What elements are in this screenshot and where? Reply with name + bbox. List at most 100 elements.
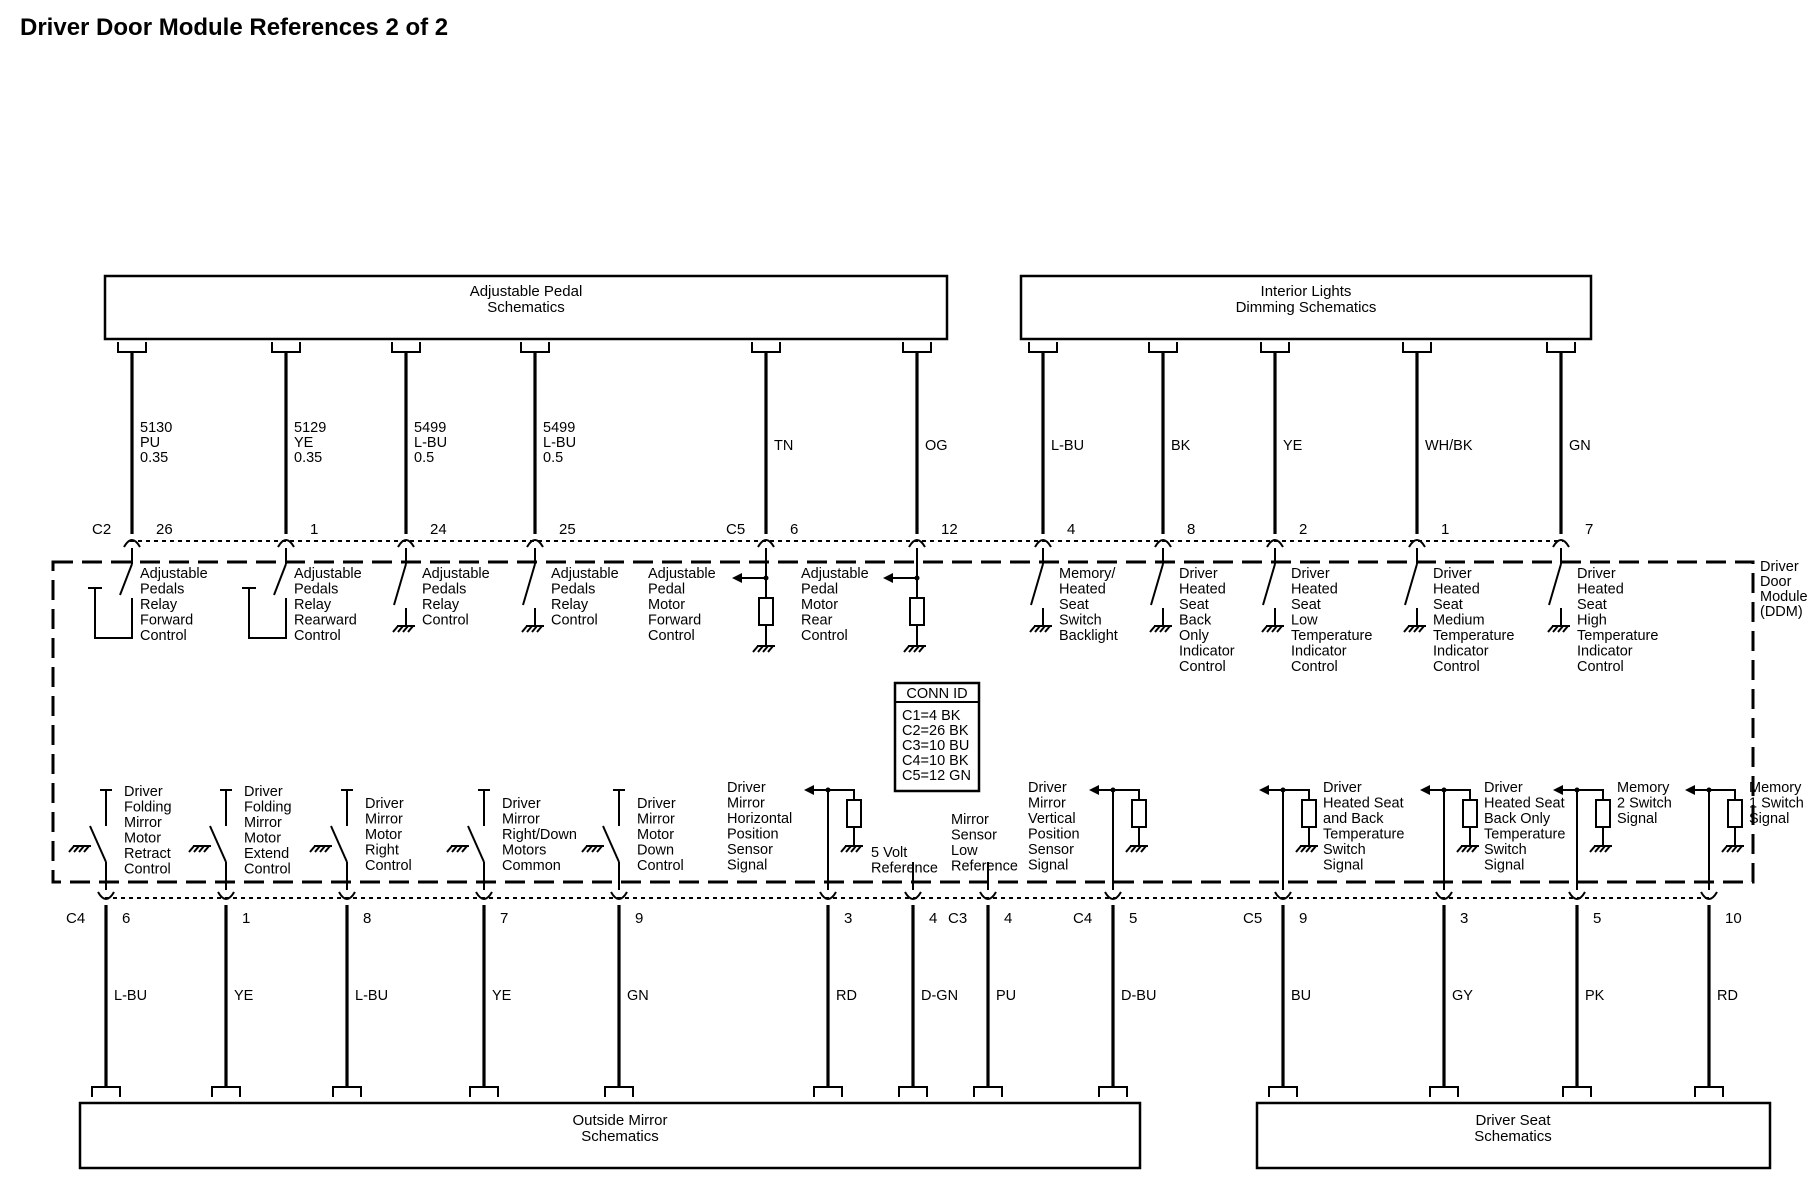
wire-label: TN <box>774 438 793 454</box>
ground-symbol <box>1721 845 1728 853</box>
connector-pin-symbol <box>904 891 922 900</box>
terminal-symbol <box>1260 342 1290 353</box>
terminal-symbol <box>902 342 932 353</box>
outside-mirror-block-line-2: Schematics <box>581 1128 659 1145</box>
interior-lights-schematics-block[interactable]: Interior Lights Dimming Schematics <box>1019 274 1593 341</box>
circuit-label: Sensor <box>951 828 997 844</box>
ground-symbol <box>1552 625 1559 633</box>
ground-symbol <box>526 625 533 633</box>
internal-wire <box>1113 789 1140 800</box>
circuit-label: Low <box>951 843 978 859</box>
circuit-label: Control <box>140 628 187 644</box>
circuit-label: Memory/ <box>1059 566 1116 582</box>
driver-seat-schematics-block[interactable]: Driver Seat Schematics <box>1255 1101 1772 1170</box>
circuit-label: Seat <box>1433 597 1463 613</box>
circuit-label: Reference <box>871 861 938 877</box>
driver-seat-block-line-2: Schematics <box>1474 1128 1552 1145</box>
resistor-icon <box>846 799 862 828</box>
circuit-label: Vertical <box>1028 811 1076 827</box>
circuit-label: Motor <box>801 597 838 613</box>
circuit-label: Adjustable <box>294 566 362 582</box>
junction-dot <box>763 575 769 581</box>
circuit-label: Heated Seat <box>1323 796 1404 812</box>
signal-arrow-icon <box>732 573 742 583</box>
ground-symbol <box>456 845 463 853</box>
pin-number: 24 <box>430 521 447 538</box>
ground-symbol <box>1125 845 1132 853</box>
circuit-label: Heated <box>1179 582 1226 598</box>
ground-symbol <box>1413 625 1420 633</box>
circuit-label: Adjustable <box>140 566 208 582</box>
terminal-symbol <box>91 1086 121 1097</box>
circuit-label: Temperature <box>1433 628 1514 644</box>
resistor-icon <box>1301 799 1317 828</box>
wire-label: 5499 <box>543 420 575 436</box>
circuit-label: Position <box>727 827 779 843</box>
internal-wire <box>1709 789 1736 800</box>
ground-symbol <box>193 845 200 853</box>
internal-wire <box>1283 789 1310 800</box>
internal-wire <box>828 789 855 800</box>
circuit-label: Control <box>637 858 684 874</box>
ground-symbol <box>78 845 85 853</box>
circuit-label: Control <box>1179 659 1226 675</box>
ground-symbol <box>1604 845 1611 853</box>
circuit-label: Reference <box>951 859 1018 875</box>
terminal-symbol <box>117 342 147 353</box>
pin-number: 1 <box>310 521 318 538</box>
ground-symbol <box>918 645 925 653</box>
circuit-label: Motor <box>648 597 685 613</box>
circuit-label: Relay <box>422 597 460 613</box>
wire-label: YE <box>294 435 314 451</box>
wire-label: 5130 <box>140 420 172 436</box>
pin-number: 6 <box>122 910 130 927</box>
ground-symbol <box>840 845 847 853</box>
circuit-label: Control <box>294 628 341 644</box>
circuit-label: 1 Switch <box>1749 796 1804 812</box>
pin-number: 12 <box>941 521 958 538</box>
ground-symbol <box>521 625 528 633</box>
driver-seat-block-line-1: Driver Seat <box>1475 1112 1551 1129</box>
pin-number: 7 <box>500 910 508 927</box>
relay-return <box>242 587 287 639</box>
circuit-label: Sensor <box>727 842 773 858</box>
terminal-symbol <box>1148 342 1178 353</box>
connector-pin-symbol <box>277 539 295 548</box>
ground-symbol <box>1594 845 1601 853</box>
circuit-label: Mirror <box>637 812 675 828</box>
ground-symbol <box>581 845 588 853</box>
circuit-label: Mirror <box>1028 796 1066 812</box>
circuit-label: Pedals <box>551 582 595 598</box>
connector-id: C5 <box>726 521 745 538</box>
junction-dot <box>914 575 920 581</box>
circuit-label: Back Only <box>1484 811 1551 827</box>
wire-label: PU <box>996 988 1016 1004</box>
circuit-label: Indicator <box>1577 644 1633 660</box>
circuit-label: Medium <box>1433 613 1485 629</box>
switch-contact <box>273 563 287 596</box>
adjustable-pedal-schematics-block[interactable]: Adjustable Pedal Schematics <box>103 274 949 341</box>
ground-symbol <box>1034 625 1041 633</box>
circuit-label: Driver <box>244 784 283 800</box>
wire-label: BU <box>1291 988 1311 1004</box>
ground-symbol <box>1044 625 1051 633</box>
circuit-label: Rear <box>801 613 833 629</box>
top-circuit-9: YE2DriverHeatedSeatLowTemperatureIndicat… <box>1260 342 1372 675</box>
circuit-label: Forward <box>648 613 701 629</box>
ground-symbol <box>1461 845 1468 853</box>
circuit-label: Common <box>502 858 561 874</box>
ground-symbol <box>1261 625 1268 633</box>
ground-symbol <box>446 845 453 853</box>
outside-mirror-schematics-block[interactable]: Outside Mirror Schematics <box>78 1101 1142 1170</box>
circuit-label: Control <box>1433 659 1480 675</box>
ground-symbol <box>1466 845 1473 853</box>
resistor-icon <box>1462 799 1478 828</box>
resistor-icon <box>758 597 774 626</box>
circuit-label: Control <box>1577 659 1624 675</box>
